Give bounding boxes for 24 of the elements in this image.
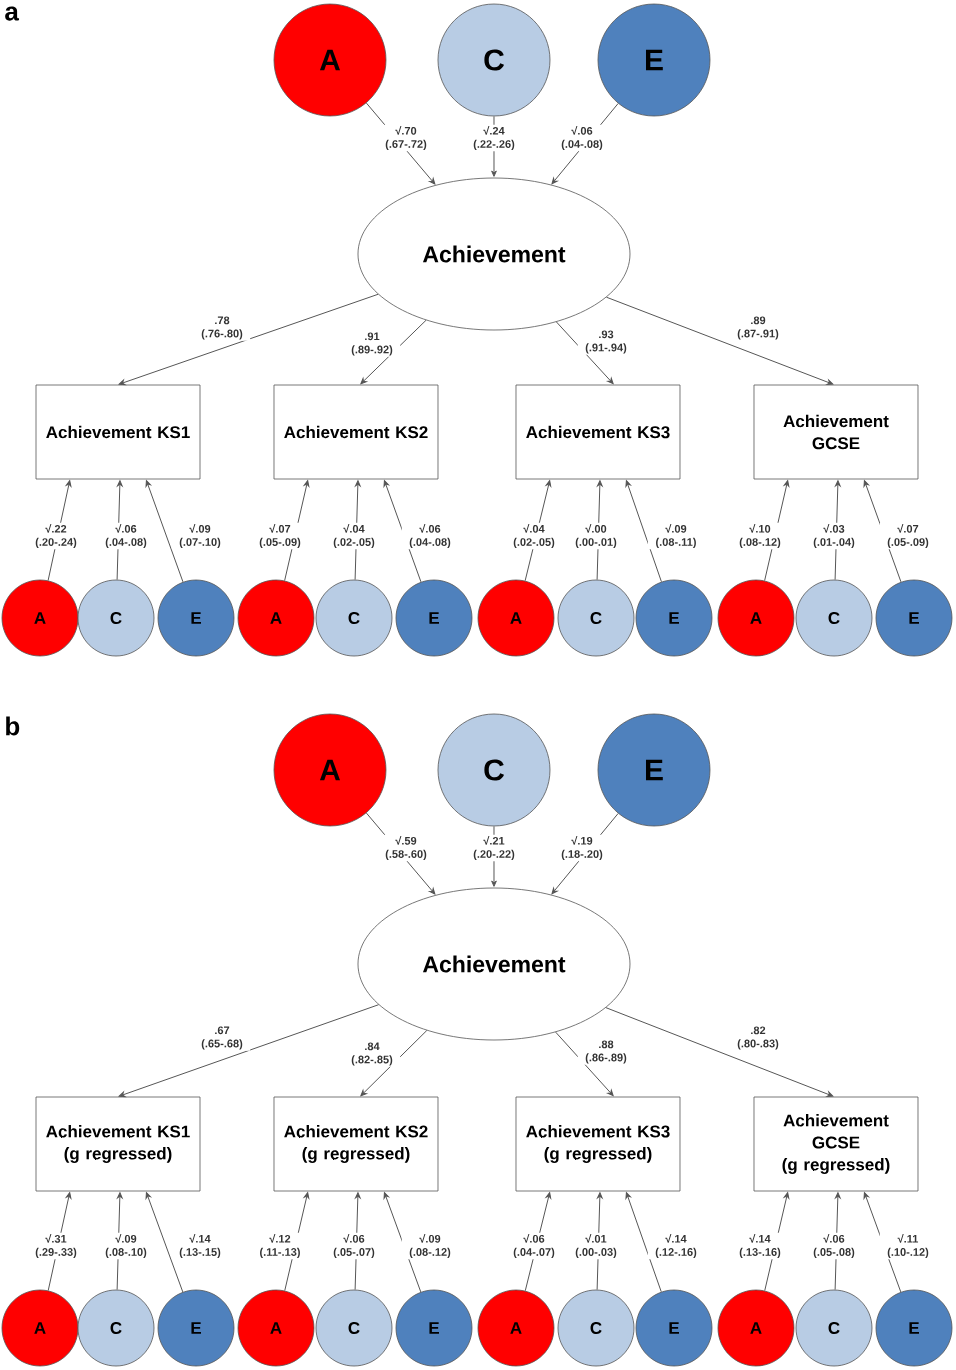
arrow [383,1192,422,1293]
measure-box: Achievement KS3 (g regressed) [515,1096,681,1192]
panel-letter: b [6,716,20,736]
measure-box: Achievement KS2 [273,384,439,480]
arrow [555,1031,614,1097]
measure-box: Achievement KS1 (g regressed) [35,1096,201,1192]
arrow [606,296,834,385]
measure-box: Achievement KS2 (g regressed) [273,1096,439,1192]
arrow [360,319,427,385]
arrow [383,480,422,583]
measure-box: Achievement GCSE [753,384,919,480]
arrow [360,1030,428,1097]
measure-box: Achievement GCSE (g regressed) [753,1096,919,1192]
arrow [118,293,379,386]
arrow [145,1192,184,1293]
arrow [118,1004,380,1098]
arrow [605,1007,834,1097]
arrow [625,480,662,583]
arrow [625,1192,662,1293]
measure-box: Achievement KS1 [35,384,201,480]
measure-box: Achievement KS3 [515,384,681,480]
arrow [555,321,614,385]
arrow [145,480,184,583]
panel-letter: a [5,6,19,21]
